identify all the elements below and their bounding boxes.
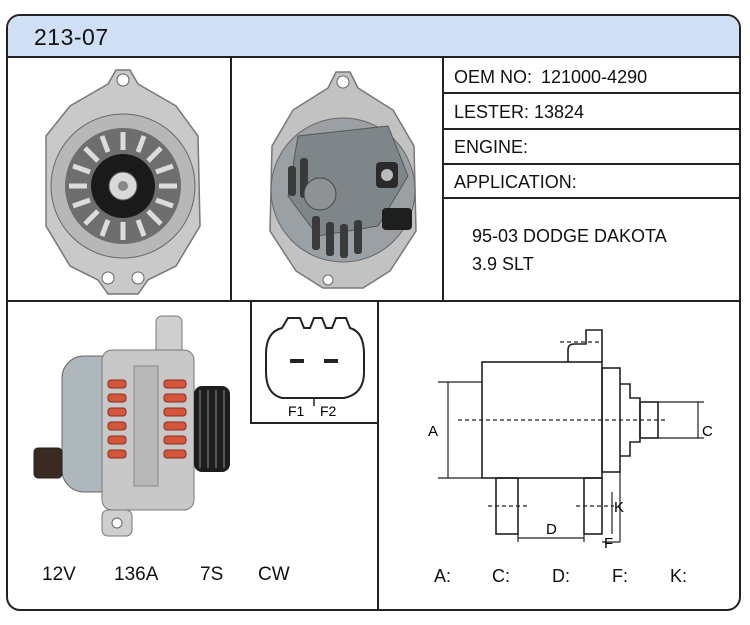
pin-f1-icon: [290, 359, 304, 363]
dim-label-k: K: [614, 499, 624, 516]
connector-left-border: [250, 300, 252, 424]
col-divider-top-2: [442, 58, 444, 300]
pin-label-f1: F1: [288, 403, 305, 418]
row-divider: [8, 300, 739, 302]
legend-d: D:: [552, 566, 570, 586]
alternator-rear-view-image: [269, 71, 417, 289]
dim-label-d: D: [546, 521, 557, 538]
lester-label: LESTER:: [454, 102, 530, 122]
spec-divider-1: [442, 92, 739, 94]
pin-f2-icon: [324, 359, 338, 363]
connector-bottom-border: [250, 422, 379, 424]
product-sheet: 213-07 OEM NO: 121000-4290 LESTER: 13824…: [6, 14, 741, 611]
legend-k: K:: [670, 566, 688, 586]
oem-value: 121000-4290: [541, 67, 648, 87]
spec-divider-2: [442, 128, 739, 130]
engine-label: ENGINE:: [454, 137, 529, 157]
application-line-2: 3.9 SLT: [472, 254, 534, 274]
application-label: APPLICATION:: [454, 172, 577, 192]
connector-diagram: F1 F2: [265, 317, 365, 418]
lester-value: 13824: [534, 102, 585, 122]
dim-label-a: A: [428, 423, 438, 440]
spec-divider-4: [442, 197, 739, 199]
pin-label-f2: F2: [320, 403, 337, 418]
dim-label-f: F: [604, 535, 613, 550]
spec-divider-3: [442, 163, 739, 165]
legend-f: F:: [612, 566, 628, 586]
rating-amperage: 136A: [114, 564, 159, 585]
part-number: 213-07: [34, 24, 109, 50]
legend-c: C:: [492, 566, 510, 586]
rating-pulley: 7S: [200, 564, 224, 585]
alternator-side-view-image: [33, 315, 230, 537]
application-line-1: 95-03 DODGE DAKOTA: [472, 226, 667, 246]
alternator-front-view-image: [45, 69, 201, 295]
col-divider-top-1: [230, 58, 232, 300]
col-divider-bottom: [377, 300, 379, 609]
dimension-diagram: A C D F K: [428, 329, 713, 550]
legend-a: A:: [434, 566, 452, 586]
oem-label: OEM NO:: [454, 67, 533, 87]
rating-voltage: 12V: [42, 564, 76, 585]
dim-label-c: C: [702, 423, 713, 440]
header-bar: 213-07: [8, 16, 739, 58]
rating-rotation: CW: [258, 564, 290, 585]
